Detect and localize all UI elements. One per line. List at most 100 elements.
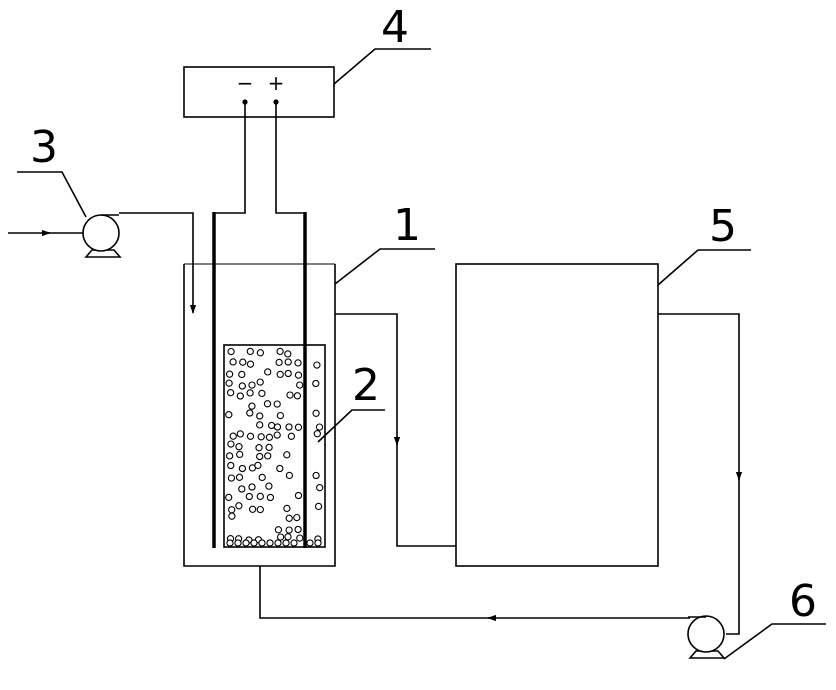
packing-particle	[227, 474, 236, 482]
packing-particle	[228, 506, 236, 514]
packing-particle	[258, 473, 266, 482]
packing-particle	[258, 389, 266, 398]
packing-particle	[293, 392, 302, 400]
packing-particle	[273, 423, 282, 431]
leader-line-inlet-pump	[17, 171, 87, 218]
reactor-to-tank-pipe-down	[335, 313, 401, 446]
packing-particle	[250, 539, 258, 547]
label-reactor: 1	[393, 200, 421, 251]
packing-particle	[246, 432, 255, 440]
packing-particle	[314, 502, 323, 511]
packing-particle	[284, 533, 292, 541]
label-return-pump: 6	[789, 576, 817, 627]
packing-particle	[265, 433, 274, 441]
packing-particle	[284, 358, 292, 366]
packing-particle	[285, 471, 294, 480]
packing-particle	[312, 471, 320, 480]
packing-particle	[266, 493, 275, 502]
packing-particle	[283, 451, 291, 459]
packing-particle	[236, 392, 244, 400]
packing-particle	[285, 423, 293, 431]
packing-particle	[245, 492, 253, 501]
packing-particle	[238, 382, 246, 390]
packing-particle	[229, 358, 237, 366]
packing-particle	[282, 539, 290, 547]
packing-particle	[238, 485, 246, 493]
leader-line-packing	[317, 409, 385, 443]
packing-particle	[263, 400, 272, 408]
packing-particle	[294, 359, 302, 367]
packing-particle	[238, 370, 246, 379]
packing-particle	[256, 421, 264, 429]
tank-outlet-pipe-down	[658, 313, 743, 481]
packing-particle	[227, 347, 235, 356]
positive-lead-wire	[275, 102, 305, 214]
packing-particle	[258, 539, 266, 547]
packing-particle	[294, 371, 303, 379]
leader-line-reactor	[334, 248, 435, 285]
packing-particle	[235, 443, 243, 451]
packing-particle	[315, 423, 324, 431]
packing-particle	[312, 379, 320, 388]
inlet-pump	[82, 214, 122, 258]
label-packing: 2	[352, 360, 380, 411]
packing-particle	[276, 347, 284, 356]
negative-lead-wire	[214, 102, 246, 214]
packing-particle	[246, 409, 254, 417]
label-power-supply: 4	[381, 2, 409, 53]
packing-particle	[255, 444, 263, 452]
packing-particle	[242, 539, 250, 547]
packing-particle	[236, 450, 244, 459]
inlet-pipe	[119, 212, 197, 314]
packing-particle	[274, 539, 282, 547]
packing-particle	[248, 483, 256, 491]
packing-particle	[248, 402, 256, 410]
packing-particle	[229, 432, 237, 440]
packing-particle	[313, 361, 321, 369]
packing-particle	[256, 452, 264, 461]
packing-particle	[234, 539, 242, 547]
tank-outlet-pipe-to-pump	[726, 478, 740, 635]
packing-particle	[284, 350, 292, 358]
packing-particle	[248, 381, 256, 389]
packing-particle	[256, 412, 264, 420]
packing-particle	[256, 492, 264, 501]
packing-particle	[226, 539, 234, 547]
packing-particle	[285, 526, 293, 534]
packing-particle	[275, 358, 283, 367]
packing-particle	[284, 369, 292, 378]
packing-particle	[264, 452, 272, 460]
packing-particle	[306, 539, 314, 547]
packing-particle	[273, 431, 281, 439]
return-pipe	[259, 566, 490, 619]
packing-particle	[283, 504, 291, 513]
packing-particle	[313, 430, 321, 438]
return-pump	[687, 615, 726, 659]
tank	[455, 263, 659, 567]
packing-particle	[256, 378, 264, 386]
packing-particle	[246, 360, 255, 368]
packing-particle	[227, 440, 235, 448]
leader-line-power-supply	[333, 48, 431, 85]
packing-particle	[246, 389, 254, 397]
packing-particle	[294, 525, 302, 534]
leader-line-tank	[657, 249, 751, 286]
packing-particle	[248, 505, 257, 513]
packing-particle	[276, 370, 284, 379]
packing-particle	[296, 534, 304, 542]
packing-particle	[296, 381, 304, 389]
packing-particle	[256, 505, 264, 514]
packing-particle	[235, 473, 244, 481]
packing-particle	[293, 513, 301, 522]
power-supply	[183, 66, 335, 118]
packing-particle	[267, 421, 276, 430]
packing-particle	[257, 433, 265, 441]
reactor-to-tank-pipe-in	[396, 443, 456, 547]
packing-particle	[226, 389, 235, 397]
packing-particle	[238, 464, 247, 473]
packing-particle	[274, 526, 283, 534]
packing-particle	[287, 432, 296, 440]
packing-particle	[225, 493, 233, 502]
packing-particle	[290, 539, 298, 547]
